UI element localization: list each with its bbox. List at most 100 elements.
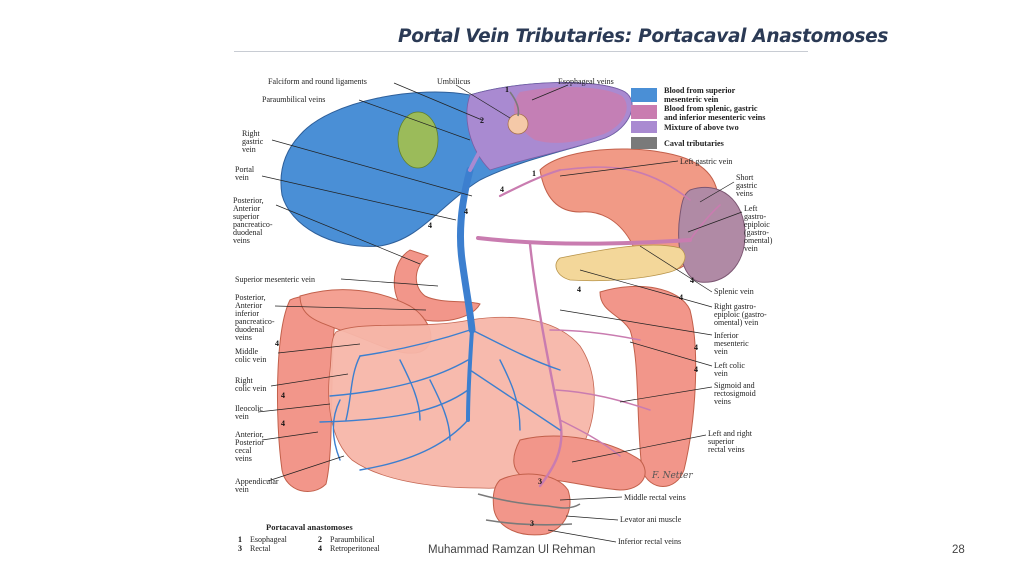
svg-text:omental): omental)	[744, 236, 773, 245]
svg-text:4: 4	[281, 419, 285, 428]
svg-text:Right gastro-: Right gastro-	[714, 302, 756, 311]
descending-colon	[599, 286, 697, 487]
label-right-colic: Right colic vein	[235, 376, 266, 393]
svg-text:epiploic: epiploic	[744, 220, 770, 229]
portal-vein-trunk	[456, 126, 502, 422]
legend: Blood from superior mesenteric vein Bloo…	[631, 86, 766, 149]
svg-text:3: 3	[530, 519, 534, 528]
svg-text:veins: veins	[235, 333, 252, 342]
svg-text:Right: Right	[235, 376, 254, 385]
svg-text:4: 4	[281, 391, 285, 400]
svg-text:2: 2	[318, 535, 322, 544]
svg-text:veins: veins	[714, 397, 731, 406]
svg-text:cecal: cecal	[235, 446, 252, 455]
svg-text:pancreatico-: pancreatico-	[235, 317, 275, 326]
svg-text:4: 4	[577, 285, 581, 294]
svg-text:4: 4	[694, 365, 698, 374]
svg-text:vein: vein	[714, 347, 728, 356]
svg-text:inferior: inferior	[235, 309, 259, 318]
svg-text:Sigmoid and: Sigmoid and	[714, 381, 755, 390]
label-ileocolic: Ileocolic vein	[235, 404, 263, 421]
label-portal-vein: Portal vein	[235, 165, 255, 182]
label-esophageal-veins: Esophageal veins	[558, 77, 614, 86]
svg-text:Anterior: Anterior	[235, 301, 262, 310]
footer-author: Muhammad Ramzan Ul Rehman	[428, 544, 596, 556]
splenic-vein	[476, 166, 721, 246]
legend-swatch-superior-mesenteric	[631, 88, 657, 102]
legend-label-mixture: Mixture of above two	[664, 123, 739, 132]
svg-text:Left colic: Left colic	[714, 361, 745, 370]
svg-text:4: 4	[318, 544, 322, 553]
svg-text:Paraumbilical: Paraumbilical	[330, 535, 375, 544]
caval-veins	[477, 91, 581, 526]
gallbladder	[397, 111, 439, 169]
anastomoses-key: Portacaval anastomoses 1 Esophageal 2 Pa…	[238, 522, 381, 553]
svg-text:Posterior,: Posterior,	[235, 293, 266, 302]
label-inferior-rectal: Inferior rectal veins	[618, 537, 681, 546]
label-right-gastroepiploic: Right gastro- epiploic (gastro- omental)…	[714, 302, 767, 327]
svg-text:Inferior: Inferior	[714, 331, 739, 340]
svg-text:superior: superior	[233, 212, 260, 221]
svg-text:gastric: gastric	[242, 137, 264, 146]
svg-text:Esophageal: Esophageal	[250, 535, 288, 544]
svg-text:mesenteric: mesenteric	[714, 339, 749, 348]
legend-label-caval: Caval tributaries	[664, 139, 724, 148]
label-middle-colic: Middle colic vein	[235, 347, 266, 364]
svg-text:duodenal: duodenal	[235, 325, 265, 334]
svg-text:Right: Right	[242, 129, 261, 138]
pancreas	[555, 244, 686, 282]
anastomosis-markers: 1 1 2 4 4 4 4 4 4 4 4 4 4 4 3 3	[275, 85, 698, 528]
svg-text:rectal veins: rectal veins	[708, 445, 745, 454]
svg-text:Left and right: Left and right	[708, 429, 753, 438]
label-left-gastric: Left gastric vein	[680, 157, 732, 166]
svg-text:vein: vein	[235, 485, 249, 494]
svg-text:Anterior: Anterior	[233, 204, 260, 213]
svg-text:pancreatico-: pancreatico-	[233, 220, 273, 229]
svg-text:Retroperitoneal: Retroperitoneal	[330, 544, 381, 553]
svg-text:veins: veins	[736, 189, 753, 198]
svg-text:colic vein: colic vein	[235, 384, 266, 393]
legend-swatch-mixture	[631, 121, 657, 133]
label-middle-rectal: Middle rectal veins	[624, 493, 686, 502]
legend-swatch-caval	[631, 137, 657, 149]
spleen	[678, 186, 746, 283]
label-short-gastric: Short gastric veins	[736, 173, 758, 198]
label-splenic-vein: Splenic vein	[714, 287, 754, 296]
svg-text:4: 4	[500, 185, 504, 194]
svg-text:gastric: gastric	[736, 181, 758, 190]
slide-number: 28	[952, 544, 965, 556]
svg-text:(gastro-: (gastro-	[744, 228, 769, 237]
label-left-gastroepiploic: Left gastro- epiploic (gastro- omental) …	[744, 204, 773, 253]
svg-text:mesenteric vein: mesenteric vein	[664, 95, 719, 104]
label-post-ant-superior-pd: Posterior, Anterior superior pancreatico…	[233, 196, 273, 245]
svg-text:4: 4	[464, 207, 468, 216]
svg-text:duodenal: duodenal	[233, 228, 263, 237]
legend-swatch-splenic-inferior	[631, 105, 657, 119]
label-umbilicus: Umbilicus	[437, 77, 470, 86]
title-divider	[234, 51, 808, 52]
svg-text:rectosigmoid: rectosigmoid	[714, 389, 756, 398]
liver-pink-region	[514, 87, 627, 143]
label-superior-rectal: Left and right superior rectal veins	[708, 429, 753, 454]
svg-text:1: 1	[238, 535, 242, 544]
netter-signature: F. Netter	[651, 471, 693, 481]
svg-text:and inferior mesenteric veins: and inferior mesenteric veins	[664, 113, 766, 122]
svg-text:superior: superior	[708, 437, 735, 446]
legend-label-superior-mesenteric: Blood from superior	[664, 86, 736, 95]
legend-label-splenic-inferior: Blood from splenic, gastric	[664, 104, 758, 113]
svg-text:colic vein: colic vein	[235, 355, 266, 364]
svg-text:1: 1	[532, 169, 536, 178]
svg-text:Left: Left	[744, 204, 758, 213]
svg-text:Portal: Portal	[235, 165, 255, 174]
svg-text:Anterior,: Anterior,	[235, 430, 264, 439]
svg-text:veins: veins	[233, 236, 250, 245]
svg-text:Short: Short	[736, 173, 754, 182]
slide-title: Portal Vein Tributaries: Portacaval Anas…	[398, 26, 889, 47]
umbilicus-area	[507, 113, 529, 135]
svg-text:4: 4	[428, 221, 432, 230]
svg-text:vein: vein	[242, 145, 256, 154]
svg-text:gastro-: gastro-	[744, 212, 767, 221]
svg-text:Middle: Middle	[235, 347, 259, 356]
